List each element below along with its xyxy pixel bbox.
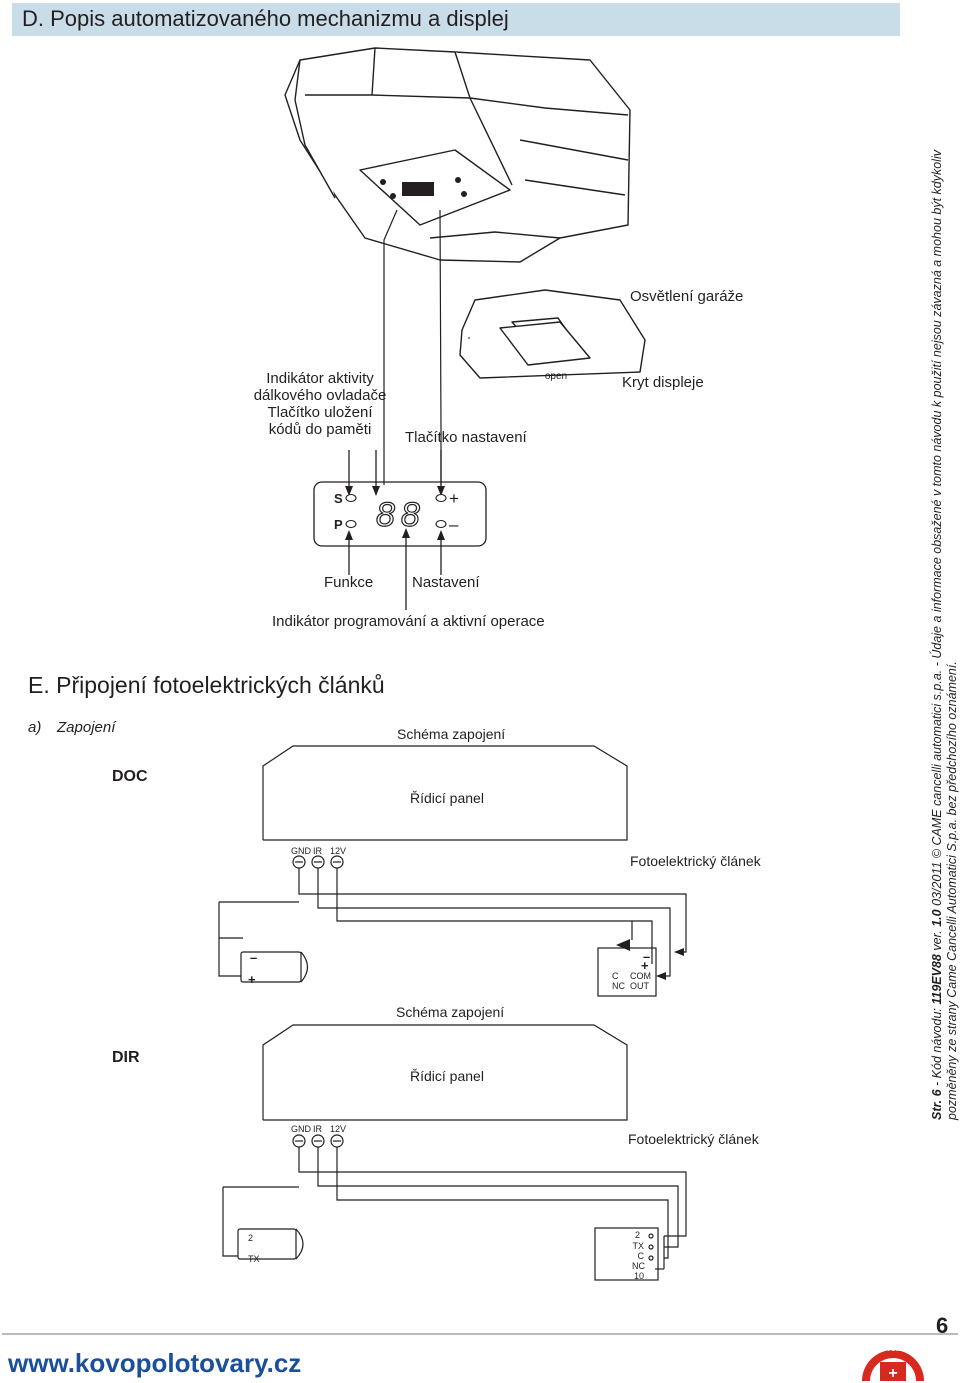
dir-terminal-ir: IR (313, 1124, 323, 1134)
remote-indicator-line2: dálkového ovladače (253, 387, 387, 404)
dir-tx-2: 2 (248, 1233, 253, 1243)
dir-scheme-label: Schéma zapojení (396, 1004, 505, 1020)
side-note-code-label: - Kód návodu: (930, 1004, 944, 1090)
dir-wiring-diagram: GND IR 12V 2 TX 2 TX C NC 10 (222, 1024, 687, 1281)
dir-terminal-12v: 12V (330, 1124, 346, 1134)
side-legal-note: Str. 6 - Kód návodu: 119EV88 ver. 1.0 03… (930, 120, 960, 1120)
motor-unit-drawing: open (284, 47, 646, 382)
side-note-version-label: ver. (930, 926, 944, 955)
dir-tx-tx: TX (248, 1254, 260, 1264)
logo-text: KOVOMAT (878, 1347, 909, 1353)
sub-letter-a: a) (28, 719, 42, 736)
dir-photocell-label: Fotoelektrický článek (628, 1131, 759, 1147)
doc-rx-c: C (612, 971, 619, 981)
minus-key-label: – (449, 515, 459, 534)
doc-scheme-label: Schéma zapojení (397, 726, 506, 742)
dir-panel-label: Řídicí panel (410, 1068, 484, 1084)
side-note-line1: Str. 6 - Kód návodu: 119EV88 ver. 1.0 03… (930, 120, 945, 1120)
open-label: open (545, 371, 567, 382)
programming-indicator-label: Indikátor programování a aktivní operace (272, 613, 545, 630)
seven-segment-digits: 88 (376, 496, 426, 534)
doc-panel-label: Řídicí panel (410, 790, 484, 806)
dir-rx-nc: NC (632, 1261, 645, 1271)
side-note-date-text: 03/2011 © CAME cancelli automatici s.p.a… (930, 150, 944, 910)
wiring-subtitle: Zapojení (57, 719, 116, 736)
side-note-page: Str. 6 (930, 1089, 944, 1120)
dir-label: DIR (112, 1049, 140, 1066)
dir-rx-2: 2 (635, 1230, 640, 1240)
doc-rx-out: OUT (630, 981, 650, 991)
remote-indicator-line4: kódů do paměti (268, 421, 372, 438)
dir-terminal-gnd: GND (291, 1124, 312, 1134)
side-note-line2: pozměněny ze strany Came Cancelli Automa… (945, 661, 959, 1120)
settings-button-label: Tlačítko nastavení (405, 429, 527, 446)
kovomat-logo: KOVOMAT + (862, 1347, 924, 1382)
remote-indicator-line1: Indikátor aktivity (266, 370, 374, 387)
logo-plus-icon: + (888, 1365, 897, 1382)
doc-label: DOC (112, 768, 148, 785)
dir-rx-tx: TX (632, 1241, 644, 1251)
section-d-title: D. Popis automatizovaného mechanizmu a d… (22, 6, 509, 31)
dir-rx-10: 10 (634, 1271, 644, 1281)
header-bar (12, 3, 900, 36)
display-panel-drawing: S P 88 + – (313, 450, 487, 610)
doc-rx-plus: + (641, 958, 649, 973)
doc-wiring-diagram: GND IR 12V – + – + C COM NC OUT (218, 745, 687, 997)
remote-indicator-label: Indikátor aktivity dálkového ovladače Tl… (250, 370, 390, 438)
doc-terminal-ir: IR (313, 846, 323, 856)
footer-divider (2, 1333, 958, 1335)
doc-rx-nc: NC (612, 981, 625, 991)
doc-tx-minus: – (250, 950, 257, 965)
page-number: 6 (936, 1313, 949, 1338)
s-key-label: S (334, 491, 343, 506)
side-note-version: 1.0 (930, 909, 944, 927)
side-note-code: 119EV88 (930, 954, 944, 1005)
function-label: Funkce (324, 574, 374, 591)
doc-rx-minus: – (643, 949, 650, 964)
section-e-title: E. Připojení fotoelektrických článků (28, 672, 385, 698)
remote-indicator-line3: Tlačítko uložení (267, 404, 373, 421)
garage-light-label: Osvětlení garáže (630, 288, 744, 305)
doc-rx-com: COM (630, 971, 651, 981)
setting-label: Nastavení (412, 574, 480, 591)
doc-photocell-label: Fotoelektrický článek (630, 853, 761, 869)
dir-rx-c: C (638, 1251, 645, 1261)
doc-tx-plus: + (248, 972, 256, 987)
display-cover-label: Kryt displeje (622, 374, 704, 391)
doc-terminal-12v: 12V (330, 846, 346, 856)
footer-website-link[interactable]: www.kovopolotovary.cz (8, 1348, 302, 1378)
doc-terminal-gnd: GND (291, 846, 312, 856)
plus-key-label: + (449, 489, 459, 508)
p-key-label: P (334, 517, 343, 532)
